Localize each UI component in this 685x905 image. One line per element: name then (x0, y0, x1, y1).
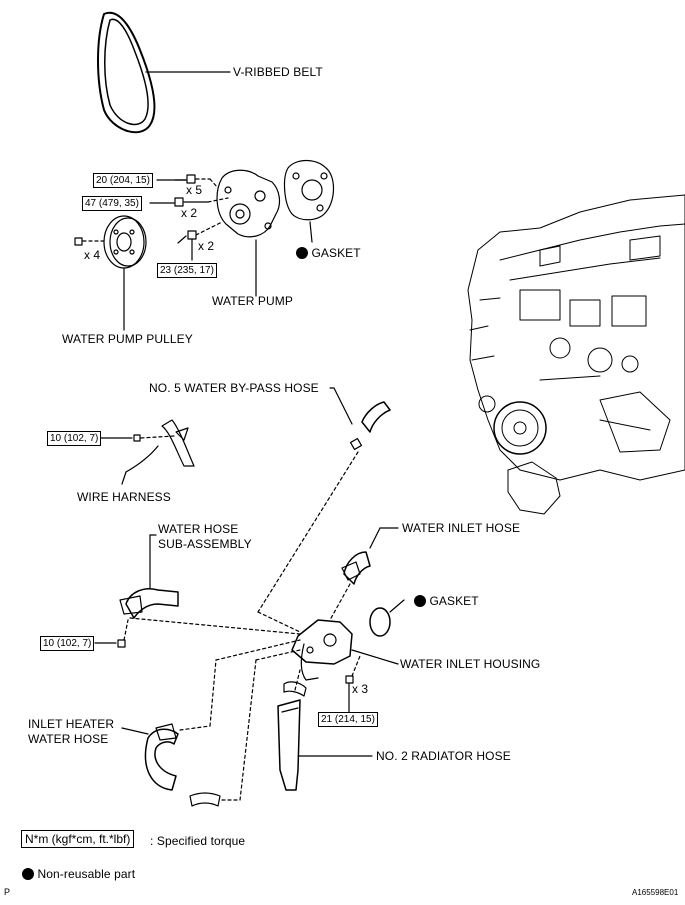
water-inlet-hose-drawing (329, 527, 399, 621)
water-pump-bolts (149, 174, 229, 261)
leader-lines (174, 179, 257, 297)
inlet-heater-hose-drawing (121, 639, 301, 807)
water-inlet-housing-drawing (291, 619, 399, 713)
water-pump-drawing (216, 169, 281, 286)
torque-47: 47 (479, 35) (82, 196, 142, 211)
qty-x5: x 5 (186, 183, 203, 197)
torque-10-a: 10 (102, 7) (47, 431, 102, 446)
label-water-inlet-housing: WATER INLET HOUSING (400, 657, 541, 671)
label-sub-assembly: SUB-ASSEMBLY (158, 537, 252, 551)
non-reusable-dot-icon (296, 247, 308, 259)
water-hose-sub-assembly-drawing (94, 534, 301, 648)
label-inlet-heater: INLET HEATER (28, 717, 115, 731)
label-water-inlet-hose: WATER INLET HOSE (402, 521, 521, 535)
legend-torque-desc: : Specified torque (150, 834, 246, 848)
water-pump-pulley-drawing (74, 215, 147, 331)
figure-id: A165598E01 (632, 888, 679, 897)
footer-left-code: P (4, 887, 11, 897)
hose-clip-drawing (283, 669, 307, 697)
legend-torque-unit: N*m (kgf*cm, ft.*lbf) (21, 830, 135, 848)
torque-21: 21 (214, 15) (318, 712, 378, 727)
gasket-mid-drawing (369, 599, 405, 637)
wire-harness-drawing (100, 419, 195, 485)
qty-x3: x 3 (352, 682, 369, 696)
label-water-hose-heater: WATER HOSE (28, 732, 109, 746)
no2-radiator-hose-drawing (277, 699, 373, 791)
torque-20: 20 (204, 15) (93, 173, 153, 188)
label-no5-bypass-hose: NO. 5 WATER BY-PASS HOSE (149, 381, 319, 395)
label-wire-harness: WIRE HARNESS (77, 490, 171, 504)
qty-x2-b: x 2 (198, 239, 215, 253)
qty-x4: x 4 (84, 248, 101, 262)
label-gasket-mid: GASKET (414, 594, 479, 608)
non-reusable-dot-icon (414, 595, 426, 607)
gasket-top-drawing (283, 159, 335, 243)
v-ribbed-belt-drawing (97, 11, 231, 134)
label-water-pump: WATER PUMP (212, 294, 293, 308)
label-v-ribbed-belt: V-RIBBED BELT (233, 65, 323, 79)
legend-non-reusable: Non-reusable part (22, 867, 135, 881)
torque-10-b: 10 (102, 7) (40, 636, 95, 651)
engine-drawing (467, 194, 685, 515)
no5-bypass-hose-drawing (257, 387, 391, 633)
label-gasket-top: GASKET (296, 246, 361, 260)
label-water-pump-pulley: WATER PUMP PULLEY (62, 332, 193, 346)
qty-x2-a: x 2 (181, 206, 198, 220)
label-no2-radiator-hose: NO. 2 RADIATOR HOSE (376, 749, 511, 763)
label-water-hose: WATER HOSE (158, 522, 239, 536)
non-reusable-dot-icon (22, 868, 34, 880)
torque-23: 23 (235, 17) (157, 263, 217, 278)
